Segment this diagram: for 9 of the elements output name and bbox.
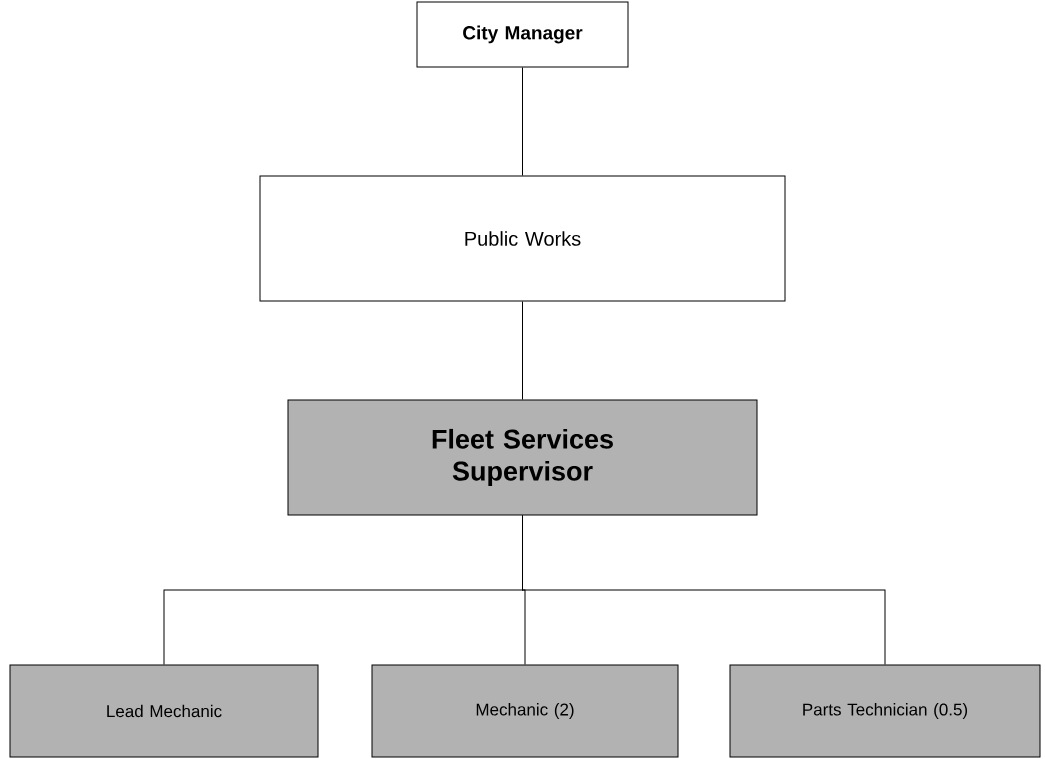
position-box: Public Works: [259, 175, 786, 302]
position-box: Mechanic (2): [371, 664, 679, 758]
position-box: City Manager: [416, 1, 629, 68]
position-box: Parts Technician (0.5): [729, 664, 1041, 758]
connector-line: [522, 301, 523, 400]
position-box: Lead Mechanic: [9, 664, 319, 758]
connector-line: [522, 67, 523, 176]
position-box: Fleet Services Supervisor: [287, 399, 758, 516]
connector-line: [522, 515, 886, 665]
